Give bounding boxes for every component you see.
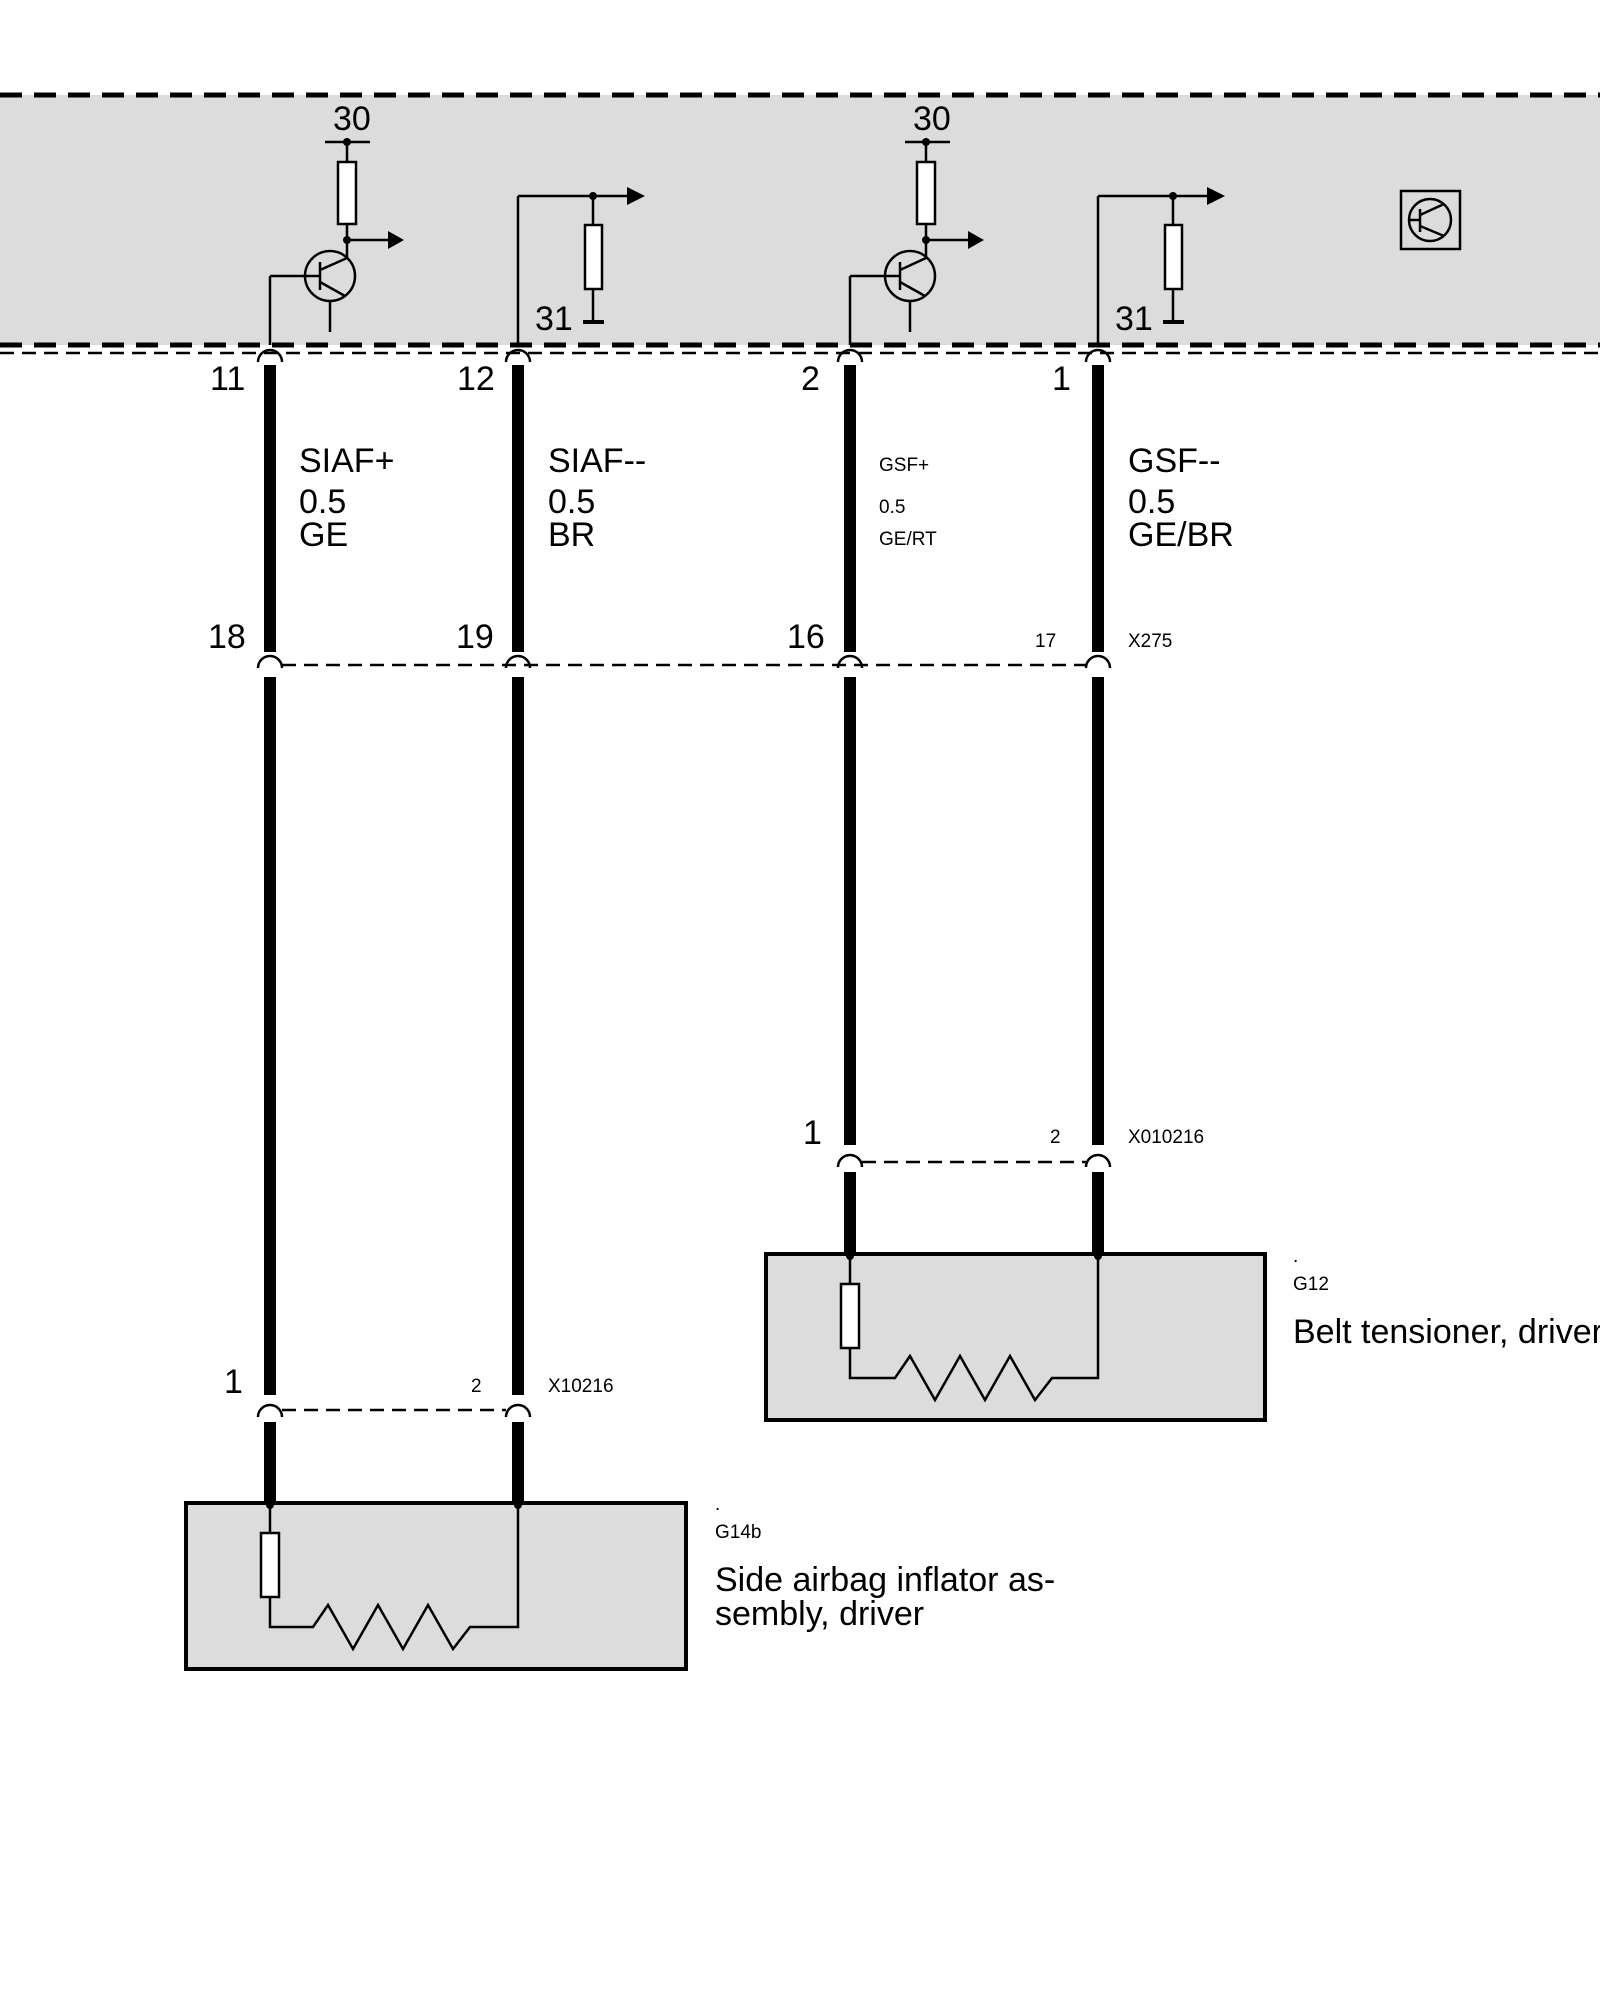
resistor-icon <box>915 160 937 226</box>
resistor-icon <box>583 223 604 291</box>
component-id: G14b <box>715 1522 761 1543</box>
wire-gauge: 0.5 <box>548 483 595 521</box>
arrow-right-icon <box>627 187 645 205</box>
resistor-icon <box>336 160 358 226</box>
pin-label: 2 <box>801 360 820 398</box>
pin-label: 16 <box>787 618 825 656</box>
low-side-circuit-1: 31 <box>516 187 645 345</box>
pin-label: 1 <box>224 1363 243 1401</box>
component-dot: . <box>715 1494 720 1515</box>
signal-name: SIAF+ <box>299 442 394 480</box>
pin-label: 18 <box>208 618 246 656</box>
arrow-right-icon <box>388 231 404 249</box>
component-label-line2: sembly, driver <box>715 1595 924 1633</box>
pin-label: 1 <box>1052 360 1071 398</box>
resistor-icon <box>1163 223 1184 291</box>
wire-color: GE/BR <box>1128 516 1234 554</box>
transistor-icon <box>850 249 937 332</box>
signal-name: SIAF-- <box>548 442 646 480</box>
supply-terminal-label: 30 <box>913 100 951 138</box>
pin-label: 2 <box>471 1376 482 1397</box>
ground-terminal-label: 31 <box>1115 300 1153 338</box>
wire-gsf-plus <box>836 348 864 1253</box>
low-side-circuit-2: 31 <box>1096 187 1225 345</box>
wire-gauge: 0.5 <box>879 497 905 518</box>
wire-gsf-minus <box>1084 348 1112 1253</box>
connector-x010216-label: X010216 <box>1128 1127 1204 1148</box>
pin-label: 12 <box>457 360 495 398</box>
wire-gauge: 0.5 <box>1128 483 1175 521</box>
wire-siaf-plus <box>256 348 284 1502</box>
component-label: Belt tensioner, driver <box>1293 1313 1600 1351</box>
high-side-driver-1: 30 <box>268 100 404 345</box>
heating-element-icon <box>268 1505 520 1652</box>
connector-x10216-label: X10216 <box>548 1376 614 1397</box>
transistor-symbol-icon <box>1399 189 1462 251</box>
wire-label-siaf-plus: SIAF+ 0.5 GE <box>299 442 394 554</box>
pin-label: 17 <box>1035 631 1056 652</box>
heating-element-icon <box>848 1256 1100 1403</box>
arrow-right-icon <box>1207 187 1225 205</box>
pin-label: 19 <box>456 618 494 656</box>
supply-terminal-label: 30 <box>333 100 371 138</box>
component-g14b <box>184 1501 688 1671</box>
connector-x275-label: X275 <box>1128 631 1172 652</box>
wire-gauge: 0.5 <box>299 483 346 521</box>
resistor-icon <box>259 1531 281 1599</box>
wire-label-siaf-minus: SIAF-- 0.5 BR <box>548 442 646 554</box>
transistor-icon <box>270 249 357 332</box>
arrow-right-icon <box>968 231 984 249</box>
wire-label-gsf-minus: GSF-- 0.5 GE/BR <box>1128 442 1234 554</box>
wire-color: GE/RT <box>879 529 937 550</box>
control-unit: 30 <box>0 92 1600 355</box>
wire-siaf-minus <box>504 348 532 1502</box>
ground-terminal-label: 31 <box>535 300 573 338</box>
signal-name: GSF-- <box>1128 442 1221 480</box>
component-id: G12 <box>1293 1274 1329 1295</box>
component-label-line1: Side airbag inflator as- <box>715 1561 1055 1599</box>
pin-label: 1 <box>803 1114 822 1152</box>
component-g12 <box>764 1252 1267 1422</box>
signal-name: GSF+ <box>879 455 929 476</box>
wire-color: BR <box>548 516 595 554</box>
pin-label: 11 <box>210 360 245 398</box>
wire-color: GE <box>299 516 348 554</box>
resistor-icon <box>839 1282 861 1350</box>
component-dot: . <box>1293 1246 1298 1267</box>
high-side-driver-2: 30 <box>848 100 984 345</box>
pin-label: 2 <box>1050 1127 1061 1148</box>
wire-label-gsf-plus: GSF+ 0.5 GE/RT <box>879 455 937 550</box>
